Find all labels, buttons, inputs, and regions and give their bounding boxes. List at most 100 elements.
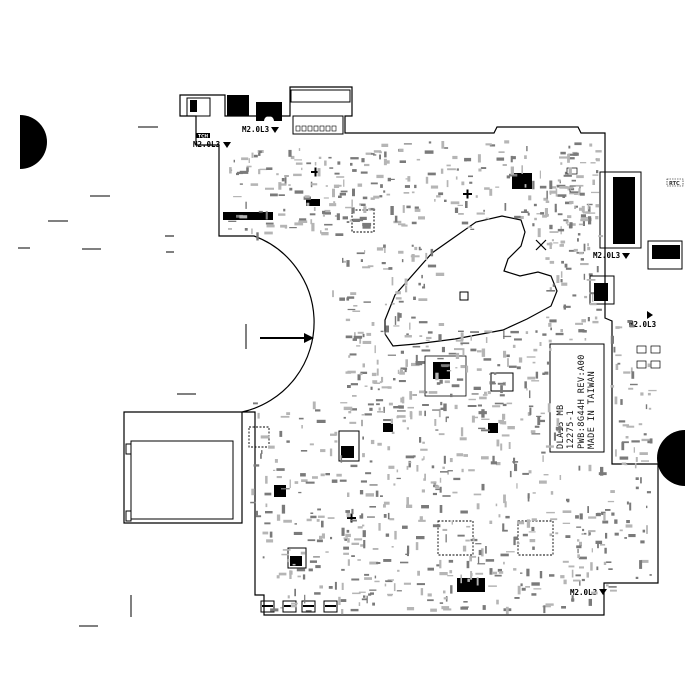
component-label-mark (608, 586, 617, 588)
component-label-mark (571, 179, 576, 182)
component-label-mark (587, 212, 596, 214)
component-label-mark (306, 518, 312, 522)
component-label-mark (405, 178, 408, 180)
component-label-mark (479, 396, 487, 400)
component-label-mark (349, 353, 357, 356)
component-label-mark (521, 211, 529, 213)
component-label-mark (588, 516, 597, 519)
component-label-mark (500, 553, 509, 557)
component-label-mark (357, 559, 361, 561)
component-label-mark (383, 244, 386, 248)
component-label-mark (359, 335, 362, 344)
component-label-mark (439, 602, 444, 604)
component-label-mark (531, 526, 535, 531)
component-label-mark (401, 259, 404, 263)
component-label-mark (563, 219, 569, 222)
component-label-mark (280, 415, 290, 418)
component-label-mark (253, 154, 258, 158)
component-label-mark (478, 168, 482, 172)
component-label-mark (339, 479, 347, 482)
component-label-mark (294, 190, 304, 194)
component-label-mark (292, 563, 296, 566)
component-label-mark (383, 268, 390, 270)
component-label-mark (352, 592, 361, 595)
component-label-mark (421, 349, 431, 352)
component-label-mark (423, 391, 428, 394)
component-label-mark (407, 176, 411, 182)
component-label-mark (317, 168, 321, 177)
component-label-mark (424, 410, 426, 417)
component-label-mark (621, 462, 627, 465)
component-label-mark (421, 489, 425, 493)
component-label-mark (398, 300, 404, 303)
component-label-mark (503, 494, 506, 504)
component-label-mark (302, 574, 306, 580)
component-label-mark (419, 516, 423, 521)
component-label-mark (362, 222, 372, 227)
component-label-mark (379, 151, 382, 154)
component-label-mark (566, 224, 572, 226)
component-label-mark (278, 213, 286, 216)
component-label-mark (294, 588, 296, 597)
component-label-mark (470, 331, 479, 333)
component-label-mark (456, 378, 464, 381)
component-label-mark (477, 350, 482, 353)
component-label-mark (435, 488, 440, 491)
component-label-mark (346, 260, 350, 267)
component-label-mark (278, 194, 285, 196)
component-label-mark (280, 607, 283, 609)
component-label-mark (542, 214, 547, 218)
component-label-mark (496, 599, 499, 605)
component-label-mark (443, 590, 446, 594)
component-label-mark (456, 168, 459, 171)
component-label-mark (539, 480, 547, 484)
component-label-mark (334, 440, 338, 443)
board-marking-line4: MADE IN TAIWAN (587, 371, 597, 449)
component-label-mark (335, 233, 344, 236)
component-label-mark (542, 455, 544, 462)
component-label-mark (387, 474, 390, 480)
component-label-mark (414, 208, 421, 212)
component-label-mark (520, 572, 523, 574)
component-label-mark (250, 183, 259, 186)
component-label-mark (582, 211, 587, 214)
component-label-mark (262, 556, 265, 559)
component-label-mark (549, 190, 558, 194)
component-label-mark (560, 151, 566, 155)
component-label-mark (416, 536, 425, 540)
rtc-label: RTC (669, 181, 680, 187)
component-label-mark (504, 501, 507, 508)
component-label-mark (270, 193, 278, 197)
component-label-mark (535, 330, 538, 333)
component-label-mark (383, 504, 386, 508)
component-label-mark (347, 538, 350, 543)
component-label-mark (368, 593, 372, 596)
component-label-mark (376, 562, 381, 564)
component-label-mark (476, 503, 480, 510)
component-label-mark (278, 572, 287, 576)
component-label-mark (384, 160, 390, 164)
component-label-mark (525, 331, 529, 334)
component-label-mark (536, 213, 542, 215)
component-label-mark (542, 333, 547, 336)
component-label-mark (442, 528, 448, 531)
component-label-mark (361, 598, 367, 601)
component-label-mark (381, 376, 384, 383)
component-label-mark (236, 172, 239, 176)
component-label-mark (481, 348, 486, 357)
component-label-mark (258, 169, 261, 175)
component-label-mark (470, 335, 472, 341)
component-label-mark (510, 155, 513, 163)
polarity-plus-icons (311, 167, 472, 523)
component-label-mark (460, 606, 468, 610)
component-label-mark (508, 365, 517, 368)
component-label-mark (402, 419, 406, 423)
component-label-mark (460, 427, 464, 437)
component-label-mark (419, 248, 422, 251)
component-label-mark (351, 508, 354, 515)
component-label-mark (257, 412, 260, 419)
component-label-mark (580, 258, 584, 261)
component-label-mark (341, 609, 344, 615)
component-label-mark (591, 191, 600, 194)
component-label-mark (587, 506, 589, 513)
